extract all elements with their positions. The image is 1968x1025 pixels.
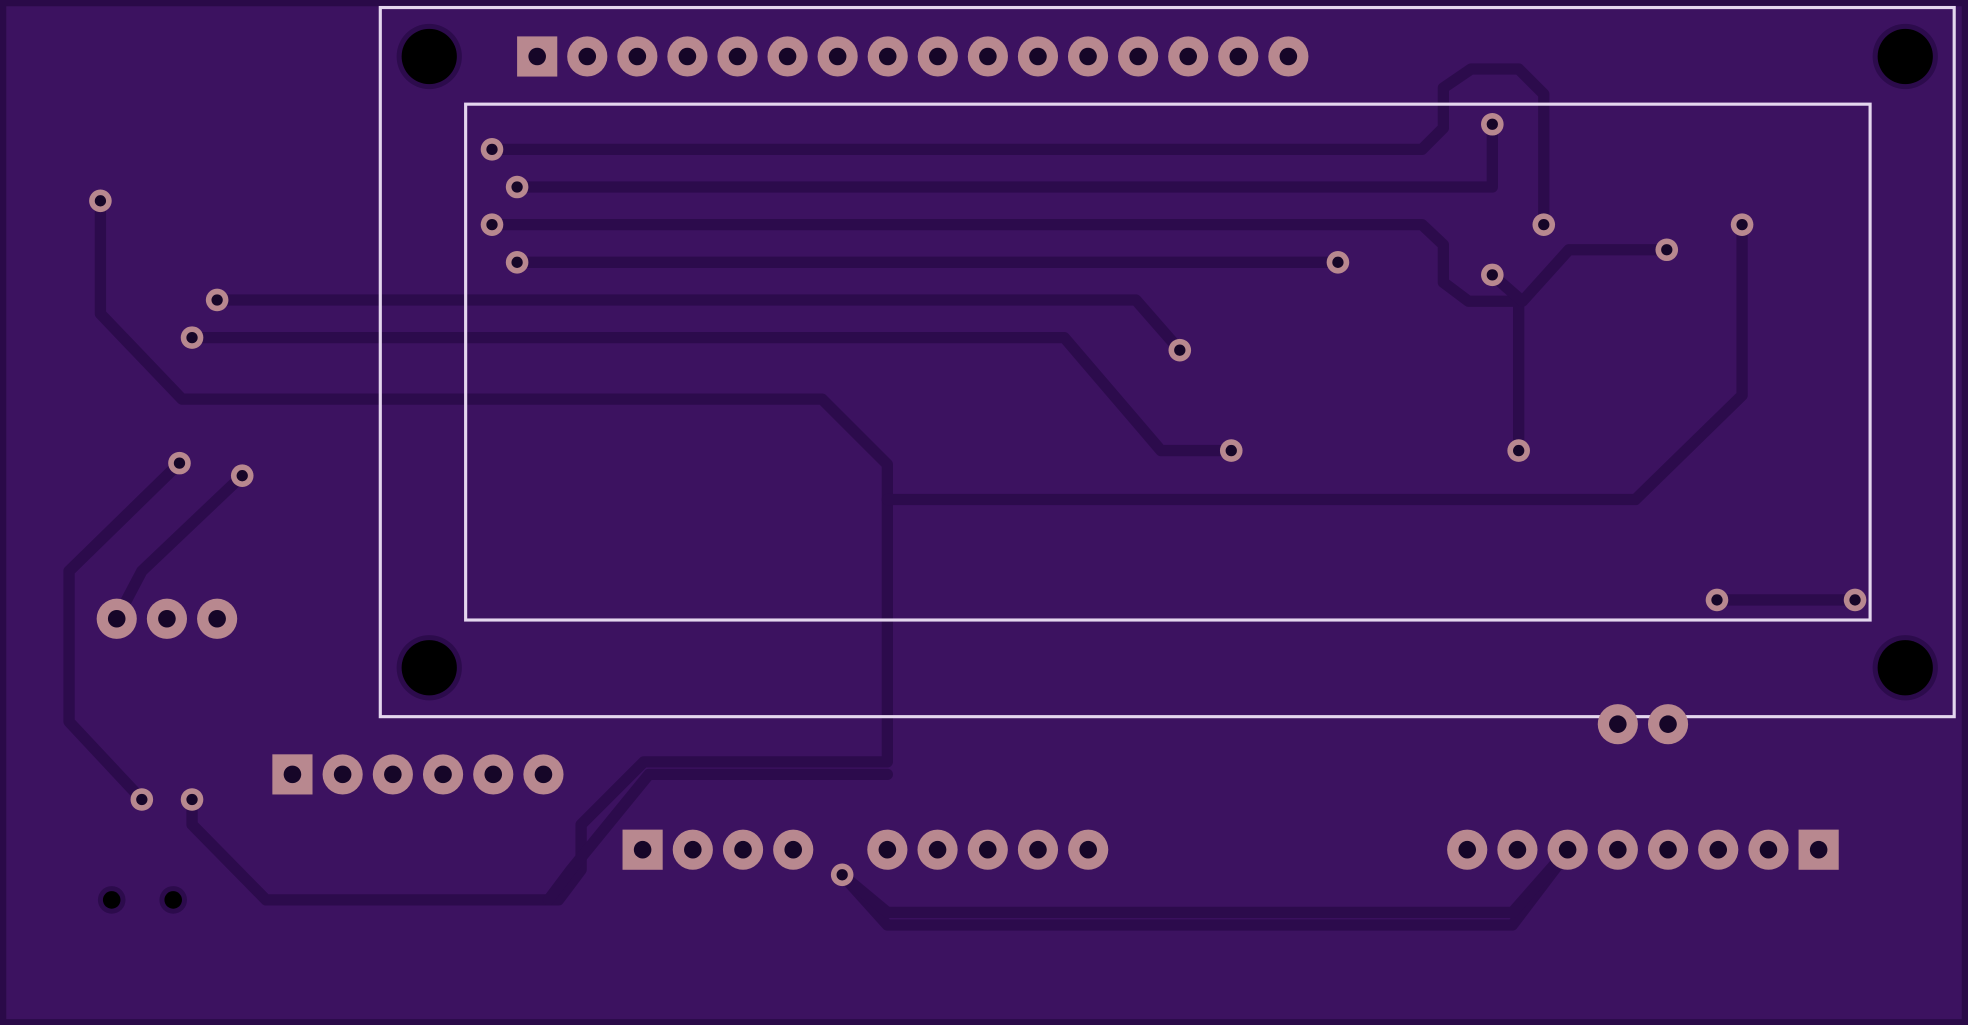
via-hole [1225, 444, 1237, 457]
via-hole [1661, 244, 1673, 256]
silkscreen-layer [378, 5, 1956, 719]
display-header-hole [528, 47, 546, 66]
display-header-hole [878, 47, 897, 66]
via-hole [186, 793, 198, 806]
mount-hole [401, 640, 457, 696]
via-hole [186, 331, 198, 344]
trace [836, 844, 1574, 919]
mount-hole [1877, 28, 1933, 85]
bottom-header-b-hole [1079, 840, 1097, 859]
display-header-hole [1079, 47, 1097, 66]
via-hole [1849, 594, 1861, 606]
left-header-hole [333, 765, 352, 784]
via-hole [511, 256, 523, 268]
via-hole [1486, 118, 1498, 130]
mount-hole [401, 28, 457, 85]
bottom-header-b-hole [928, 840, 947, 859]
display-header-hole [979, 47, 997, 66]
display-header-hole [578, 47, 597, 66]
trace [186, 331, 1237, 457]
via-hole [1538, 219, 1550, 231]
via-hole [1736, 219, 1748, 231]
display-module-outline [378, 5, 1956, 719]
trace [542, 768, 894, 906]
via-hole [1513, 444, 1525, 457]
bottom-header-a-hole [684, 840, 702, 859]
trace [94, 195, 894, 906]
bottom-header-a-hole [784, 840, 803, 859]
via-hole [1332, 256, 1344, 268]
right-pair-header-hole [1609, 715, 1627, 733]
left-triple-header-hole [107, 609, 126, 628]
bottom-header-b-hole [1029, 840, 1047, 859]
display-header-hole [678, 47, 697, 66]
via-hole [211, 294, 223, 306]
left-header-hole [283, 765, 302, 784]
display-header-hole [828, 47, 847, 66]
test-point-hole [102, 891, 121, 909]
via-hole [1486, 269, 1498, 281]
bottom-header-a-hole [633, 840, 652, 859]
display-viewport-outline [464, 102, 1872, 622]
left-header-hole [534, 765, 553, 784]
display-header-hole [728, 47, 747, 66]
trace [1486, 244, 1673, 307]
bottom-header-c-hole [1508, 840, 1527, 859]
test-point-hole [164, 891, 182, 909]
via-hole [236, 470, 248, 482]
via-hole [511, 181, 523, 193]
bottom-header-a-hole [734, 840, 752, 859]
bottom-header-b-hole [978, 840, 997, 859]
display-header-hole [1029, 47, 1047, 66]
via-hole [836, 869, 848, 881]
bottom-header-c-hole [1458, 840, 1476, 859]
display-header-hole [1229, 47, 1248, 66]
left-triple-header-hole [208, 609, 226, 628]
display-header-hole [929, 47, 947, 66]
bottom-header-c-hole [1609, 840, 1627, 859]
trace [511, 118, 1498, 193]
trace [211, 294, 1186, 356]
via-hole [136, 793, 148, 806]
bottom-header-b-hole [878, 840, 897, 859]
via-hole [1174, 344, 1186, 356]
bottom-header-c-hole [1558, 840, 1577, 859]
display-header-hole [1179, 47, 1197, 66]
right-pair-header-hole [1659, 715, 1677, 733]
bottom-header-c-hole [1759, 840, 1778, 859]
bottom-header-c-hole [1709, 840, 1728, 859]
pads-layer [89, 36, 1867, 914]
trace [486, 63, 1550, 231]
via-hole [1711, 594, 1723, 606]
display-header-hole [1279, 47, 1298, 66]
left-triple-header-hole [158, 609, 176, 628]
trace [881, 219, 1748, 506]
via-hole [173, 457, 186, 469]
display-header-hole [1129, 47, 1147, 66]
via-hole [486, 219, 498, 231]
left-header-hole [434, 765, 452, 784]
trace [63, 457, 186, 806]
bottom-header-c-hole [1659, 840, 1677, 859]
mount-holes-layer [396, 23, 1938, 701]
left-header-hole [484, 765, 503, 784]
left-header-hole [384, 765, 402, 784]
display-header-hole [628, 47, 647, 66]
via-hole [486, 143, 498, 156]
via-hole [94, 195, 107, 207]
mount-hole [1877, 640, 1933, 696]
display-header-hole [778, 47, 797, 66]
traces-layer [63, 63, 1861, 931]
bottom-header-c-hole [1809, 840, 1828, 859]
